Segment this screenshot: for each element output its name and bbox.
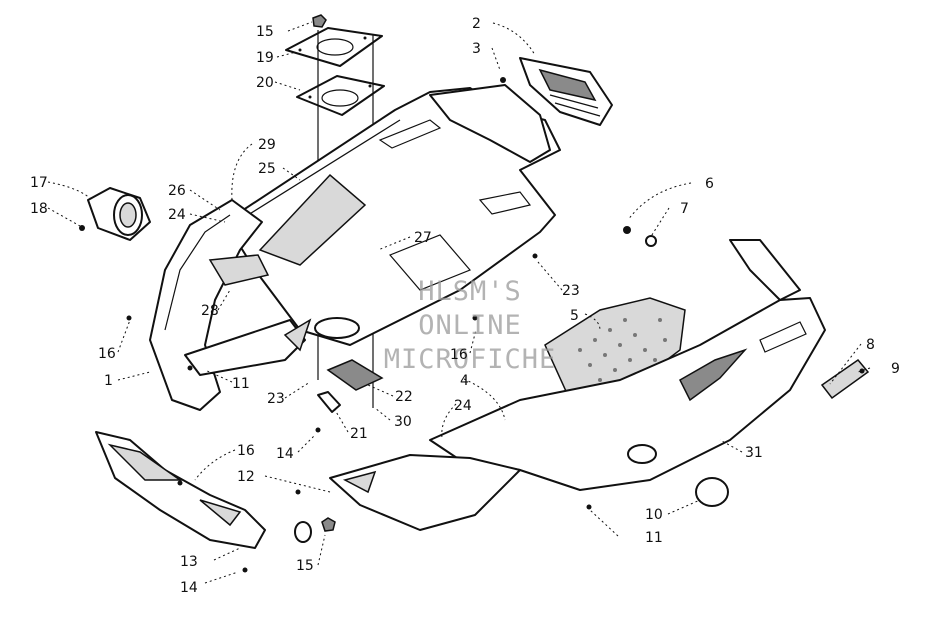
lower-cover-12: [329, 454, 521, 531]
callout-9: 9: [891, 361, 900, 377]
callout-19: 19: [256, 50, 274, 66]
watermark: HLSM'S ONLINE MICROFICHE: [384, 276, 557, 375]
callout-27: 27: [414, 230, 432, 246]
leader-lines: [47, 21, 871, 584]
callout-23-right: 23: [562, 283, 580, 299]
watermark-line-2: ONLINE: [418, 310, 522, 341]
callout-29: 29: [258, 137, 276, 153]
headlight-boot-17: [79, 187, 151, 241]
callout-10: 10: [645, 507, 663, 523]
bumper-13: [95, 431, 266, 549]
callout-7: 7: [680, 201, 689, 217]
callout-15-bottom: 15: [296, 558, 314, 574]
callout-16-left: 16: [98, 346, 116, 362]
watermark-line-1: HLSM'S: [418, 276, 522, 307]
callout-5: 5: [570, 308, 579, 324]
watermark-line-3: MICROFICHE: [384, 344, 557, 375]
callout-22: 22: [395, 389, 413, 405]
callout-23-left: 23: [267, 391, 285, 407]
callout-30: 30: [394, 414, 412, 430]
vent-cover-22: [326, 359, 384, 391]
lens-10: [695, 477, 729, 507]
callout-2: 2: [472, 16, 481, 32]
belly-pan-27: [224, 87, 561, 346]
support-bracket-28: [184, 318, 312, 376]
nose-bracket-3: [429, 77, 551, 163]
callout-8: 8: [866, 337, 875, 353]
callout-6: 6: [705, 176, 714, 192]
nose-vent-2: [519, 57, 613, 126]
callout-11-left: 11: [232, 376, 250, 392]
callout-25: 25: [258, 161, 276, 177]
fasteners: [126, 226, 865, 573]
callout-26: 26: [168, 183, 186, 199]
callout-1: 1: [104, 373, 113, 389]
callout-4: 4: [460, 373, 469, 389]
side-panel-31: [429, 239, 826, 491]
callout-24-right: 24: [454, 398, 472, 414]
nut-15-top: [312, 14, 327, 28]
bracket-21: [315, 391, 341, 433]
callout-12: 12: [237, 469, 255, 485]
callout-14-upper: 14: [276, 446, 294, 462]
callout-31: 31: [745, 445, 763, 461]
callout-18: 18: [30, 201, 48, 217]
reflector-8: [820, 358, 870, 400]
callout-11-right: 11: [645, 530, 663, 546]
callout-14-lower: 14: [180, 580, 198, 596]
callout-21: 21: [350, 426, 368, 442]
side-panel-1: [149, 199, 270, 411]
callout-24-left: 24: [168, 207, 186, 223]
callout-3: 3: [472, 41, 481, 57]
washer-15: [294, 517, 336, 543]
callout-16-bumper: 16: [237, 443, 255, 459]
gasket-plate-19: [285, 27, 383, 67]
callout-labels: 15 19 20 2 3 29 25 17 18 26 24 6 7 27 23…: [30, 16, 900, 596]
callout-16-mid: 16: [450, 347, 468, 363]
callout-28: 28: [201, 303, 219, 319]
callout-15-top: 15: [256, 24, 274, 40]
callout-17: 17: [30, 175, 48, 191]
callout-20: 20: [256, 75, 274, 91]
callout-13: 13: [180, 554, 198, 570]
gasket-plate-20: [296, 75, 385, 116]
